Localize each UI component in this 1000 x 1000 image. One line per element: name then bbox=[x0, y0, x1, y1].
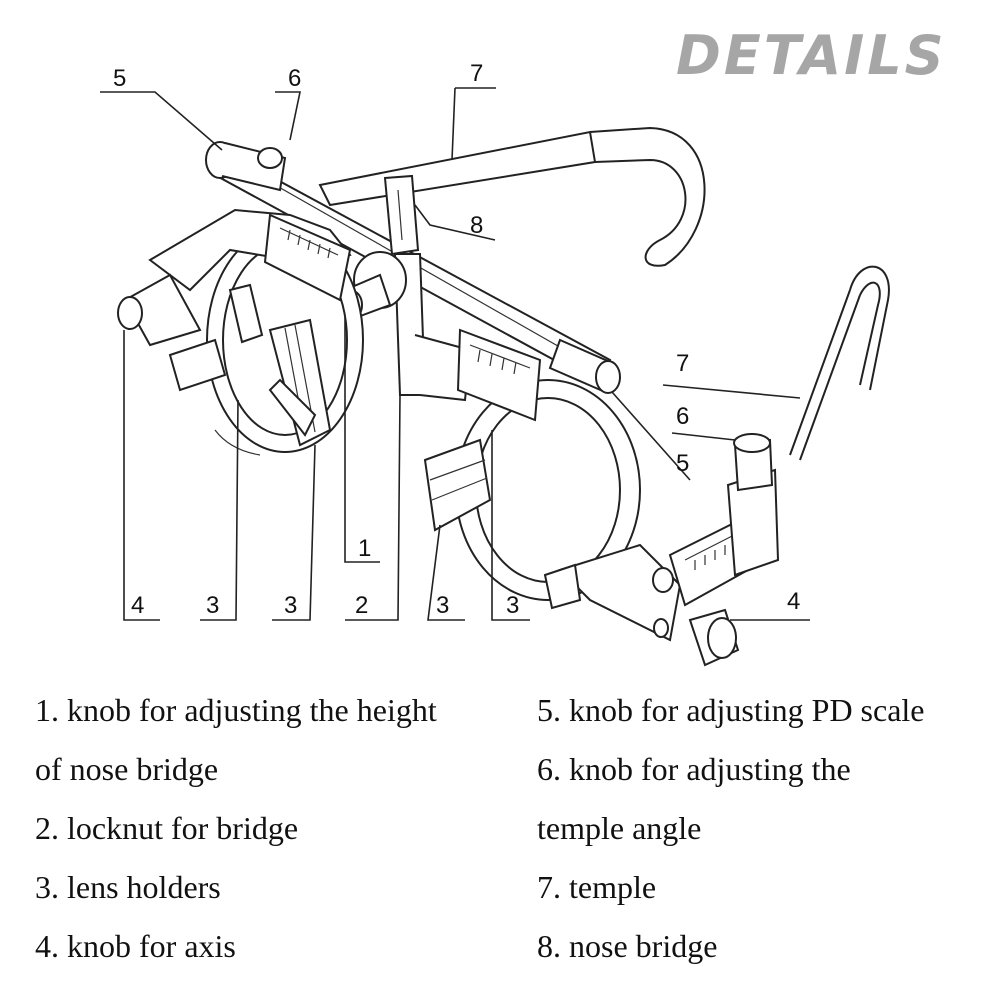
legend-right-column: 5. knob for adjusting PD scale 6. knob f… bbox=[537, 690, 997, 985]
legend-item-2: 2. locknut for bridge bbox=[35, 810, 299, 846]
legend-item-4: 4. knob for axis bbox=[35, 928, 236, 964]
callout-3-d: 3 bbox=[506, 592, 520, 619]
trial-frame-drawing bbox=[100, 87, 890, 667]
right-hinge bbox=[668, 433, 780, 667]
callout-5-right: 5 bbox=[676, 450, 690, 477]
legend-item-3: 3. lens holders bbox=[35, 869, 221, 905]
legend-item-6-continued: temple angle bbox=[537, 810, 702, 846]
legend-item-1-continued: of nose bridge bbox=[35, 751, 219, 787]
callout-3-a: 3 bbox=[206, 592, 220, 619]
callout-6-top: 6 bbox=[288, 65, 302, 92]
page-title: DETAILS bbox=[676, 24, 947, 87]
pd-knob-left bbox=[205, 141, 287, 192]
callout-7-right: 7 bbox=[676, 350, 690, 377]
callout-3-c: 3 bbox=[436, 592, 450, 619]
callout-6-right: 6 bbox=[676, 403, 690, 430]
callout-3-b: 3 bbox=[284, 592, 298, 619]
callout-2: 2 bbox=[355, 592, 369, 619]
legend-item-5: 5. knob for adjusting PD scale bbox=[537, 692, 925, 728]
legend-item-8: 8. nose bridge bbox=[537, 928, 718, 964]
callout-4-right: 4 bbox=[787, 588, 801, 615]
legend-item-7: 7. temple bbox=[537, 869, 657, 905]
legend-left-column: 1. knob for adjusting the height of nose… bbox=[35, 690, 505, 985]
right-lens-ring bbox=[423, 328, 682, 642]
left-scale bbox=[263, 213, 352, 302]
legend-item-6: 6. knob for adjusting the bbox=[537, 751, 851, 787]
callout-4-left: 4 bbox=[131, 592, 145, 619]
callout-1: 1 bbox=[358, 535, 372, 562]
temple-right bbox=[789, 265, 890, 461]
legend-item-1: 1. knob for adjusting the height bbox=[35, 692, 437, 728]
callout-7-top: 7 bbox=[470, 60, 484, 87]
leader-lines bbox=[100, 87, 810, 621]
pd-knob-right bbox=[548, 338, 621, 394]
callout-5-left: 5 bbox=[113, 65, 127, 92]
callout-8: 8 bbox=[470, 212, 484, 239]
